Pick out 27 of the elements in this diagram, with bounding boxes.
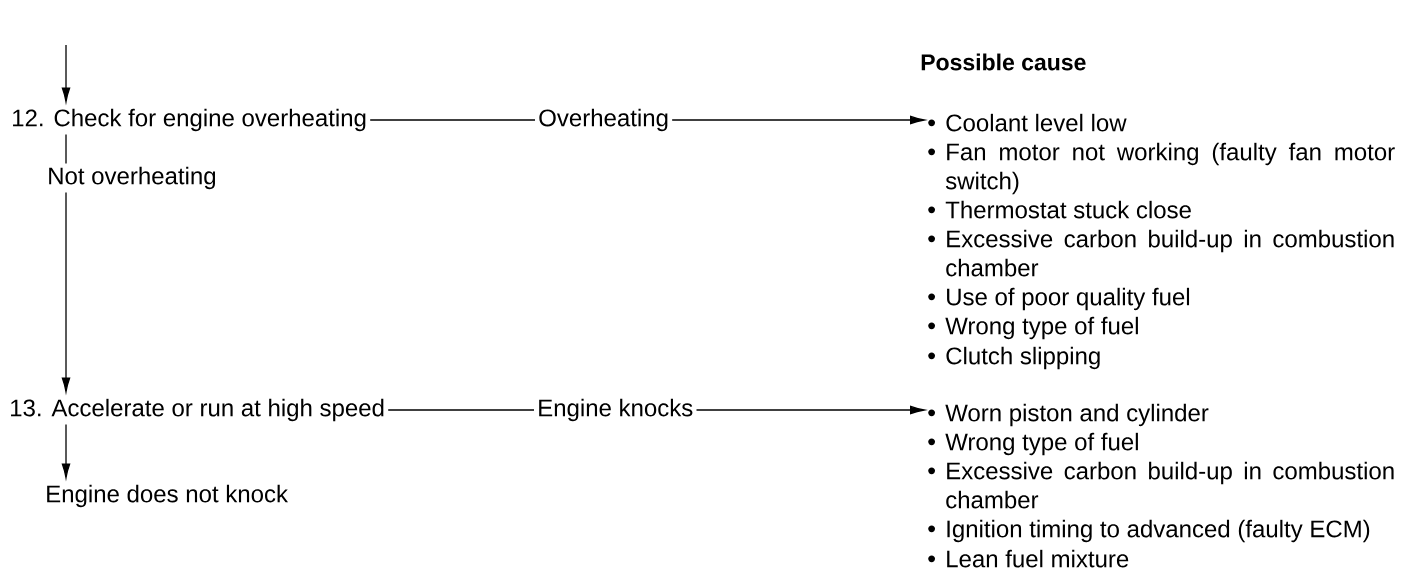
- bullet-item: Ignition timing to advanced (faulty ECM): [928, 519, 1370, 543]
- arrow: [695, 405, 925, 415]
- result-text: Engine knocks: [539, 398, 693, 422]
- outcome-text: Not overheating: [49, 166, 216, 190]
- bullet-item: Excessive carbon build-up in combustion chamber: [928, 229, 1394, 277]
- outcome-text: Engine does not knock: [47, 484, 288, 508]
- bullet-item: Excessive carbon build-up in combustion chamber: [928, 461, 1394, 509]
- arrow: [671, 115, 925, 125]
- bullet-item: Fan motor not working (faulty fan motor switch): [928, 142, 1395, 195]
- arrow: [61, 44, 71, 103]
- arrow: [61, 191, 71, 393]
- result-text: Overheating: [539, 108, 668, 132]
- bullet-item: Lean fuel mixture: [928, 549, 1129, 568]
- bullet-item: Worn piston and cylinder: [928, 403, 1209, 427]
- bullet-item: Coolant level low: [928, 113, 1127, 132]
- bullet-item: Clutch slipping: [928, 346, 1100, 370]
- bullet-item: Use of poor quality fuel: [928, 287, 1190, 311]
- connector-line: [387, 409, 535, 411]
- step-text: 12. Check for engine overheating: [13, 108, 366, 132]
- connector-line: [369, 119, 536, 121]
- arrow: [61, 423, 71, 479]
- bullet-item: Wrong type of fuel: [928, 432, 1138, 456]
- bullet-item: Wrong type of fuel: [928, 316, 1138, 340]
- heading: Possible cause: [921, 53, 1086, 71]
- connector-line: [65, 133, 67, 165]
- bullet-item: Thermostat stuck close: [928, 200, 1191, 219]
- step-text: 13. Accelerate or run at high speed: [11, 398, 384, 422]
